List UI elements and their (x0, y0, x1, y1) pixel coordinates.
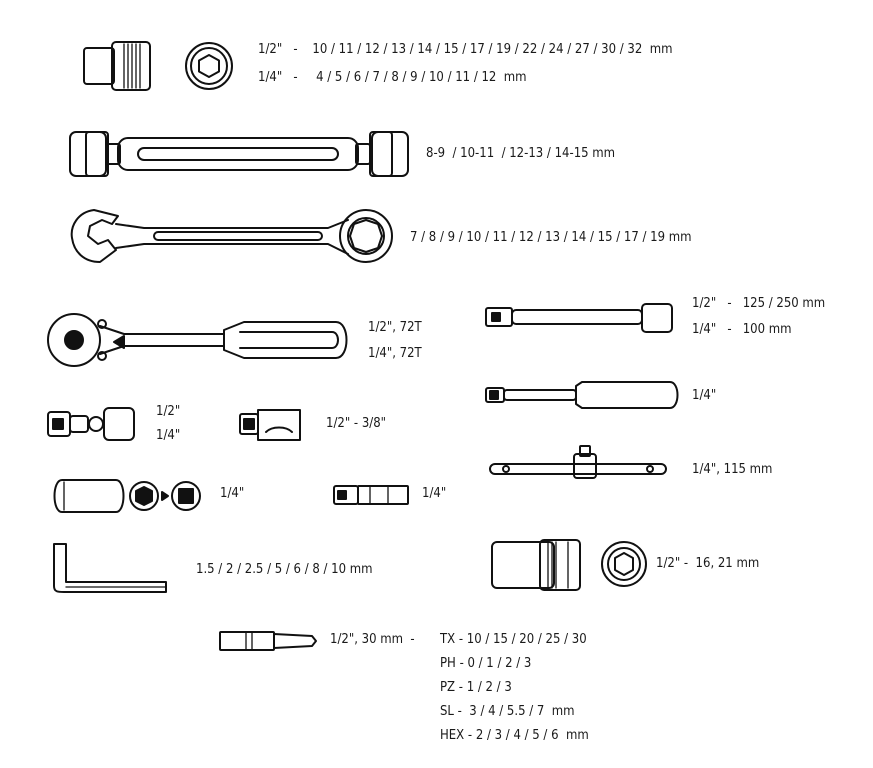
bits-pozidriv: PZ - 1 / 2 / 3 (440, 680, 512, 695)
deep-socket-adapter-icon (53, 479, 201, 513)
t-bar-icon (489, 445, 667, 479)
deep-socket-adapter-label: 1/4" (220, 486, 245, 501)
bits-holder-label: 1/2", 30 mm - (330, 632, 415, 647)
bits-torx: TX - 10 / 15 / 20 / 25 / 30 (440, 632, 587, 647)
bits-phillips: PH - 0 / 1 / 2 / 3 (440, 656, 532, 671)
spark-plug-socket-icon (491, 539, 647, 591)
sockets-half-inch-sizes: 1/2" - 10 / 11 / 12 / 13 / 14 / 15 / 17 … (258, 42, 673, 57)
t-bar-label: 1/4", 115 mm (692, 462, 773, 477)
screwdriver-handle-label: 1/4" (692, 388, 717, 403)
bit-adapter-icon (333, 485, 409, 505)
bit-adapter-label: 1/4" (422, 486, 447, 501)
sockets-quarter-inch-sizes: 1/4" - 4 / 5 / 6 / 7 / 8 / 9 / 10 / 11 /… (258, 70, 527, 85)
screwdriver-handle-icon (485, 381, 679, 409)
hex-keys-sizes: 1.5 / 2 / 2.5 / 5 / 6 / 8 / 10 mm (196, 562, 373, 577)
ratchet-quarter-inch: 1/4", 72T (368, 346, 422, 361)
socket-icon (83, 41, 233, 91)
universal-joint-quarter-inch: 1/4" (156, 428, 181, 443)
double-flex-wrench-icon (69, 131, 409, 177)
spark-plug-socket-label: 1/2" - 16, 21 mm (656, 556, 760, 571)
double-flex-wrench-sizes: 8-9 / 10-11 / 12-13 / 14-15 mm (426, 146, 616, 161)
extension-quarter-inch-sizes: 1/4" - 100 mm (692, 322, 792, 337)
ratchet-icon (47, 313, 348, 367)
extension-half-inch-sizes: 1/2" - 125 / 250 mm (692, 296, 826, 311)
adapter-label: 1/2" - 3/8" (326, 416, 387, 431)
hex-key-icon (53, 543, 167, 593)
universal-joint-half-inch: 1/2" (156, 404, 181, 419)
bits-slotted: SL - 3 / 4 / 5.5 / 7 mm (440, 704, 575, 719)
combination-wrench-sizes: 7 / 8 / 9 / 10 / 11 / 12 / 13 / 14 / 15 … (410, 230, 692, 245)
bits-hex: HEX - 2 / 3 / 4 / 5 / 6 mm (440, 728, 589, 743)
ratchet-half-inch: 1/2", 72T (368, 320, 422, 335)
universal-joint-icon (47, 407, 135, 441)
bit-icon (219, 631, 317, 651)
extension-bar-icon (485, 303, 673, 333)
combination-wrench-icon (70, 209, 393, 263)
adapter-icon (239, 409, 301, 441)
